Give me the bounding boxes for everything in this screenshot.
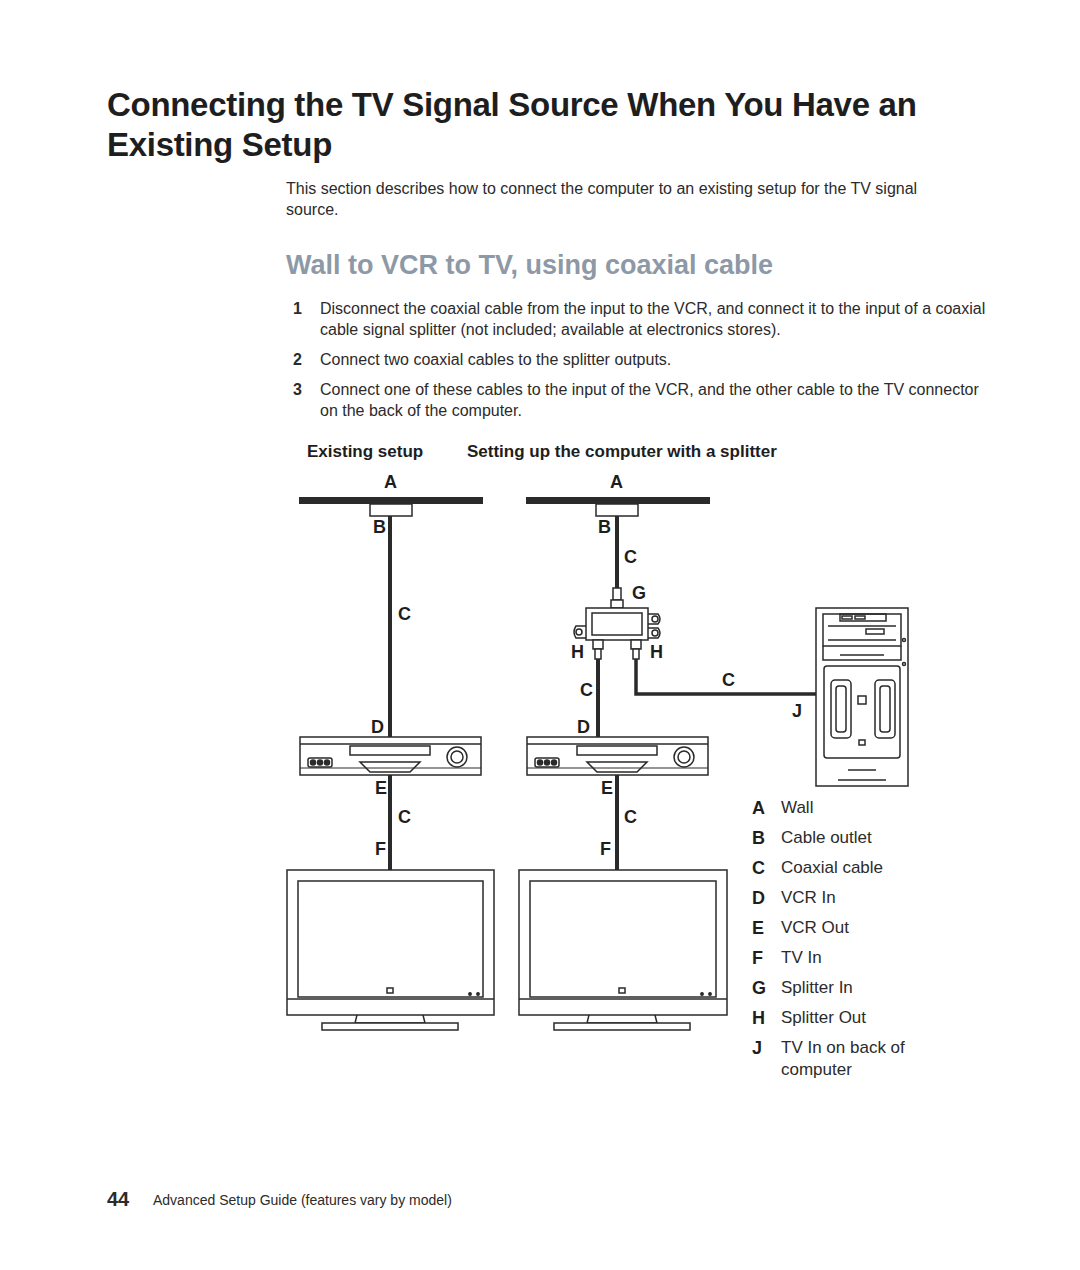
computer-tower [816,608,908,786]
cable-outlet [370,504,412,516]
step-text: Connect one of these cables to the input… [320,379,990,421]
legend-letter: C [752,858,765,878]
callout-letter: A [384,472,397,492]
legend-text: Cable outlet [781,827,931,849]
coaxial-cable [596,659,600,737]
callout-letter: D [577,717,590,737]
callout-letter: B [598,517,611,537]
callout-letter: H [650,642,663,662]
coaxial-cable [388,775,392,870]
callout-letter: F [600,839,611,859]
legend-letter: A [752,798,765,818]
legend-letter: J [752,1038,762,1058]
callout-letter: C [722,670,735,690]
legend-text: VCR In [781,887,931,909]
legend-text: Wall [781,797,931,819]
intro-text: This section describes how to connect th… [286,178,926,220]
legend-letter: E [752,918,764,938]
page-number: 44 [107,1187,129,1211]
callout-letter: B [373,517,386,537]
legend-letter: B [752,828,765,848]
callout-letter: C [398,807,411,827]
legend-text: TV In [781,947,931,969]
footer-text: Advanced Setup Guide (features vary by m… [153,1190,452,1210]
legend-letter: D [752,888,765,908]
legend-text: Splitter Out [781,1007,931,1029]
legend-text: VCR Out [781,917,931,939]
callout-letter: E [601,778,613,798]
vcr [527,737,708,775]
callout-letter: C [624,807,637,827]
legend-text: Splitter In [781,977,931,999]
page-title: Connecting the TV Signal Source When You… [107,85,1007,165]
section-heading: Wall to VCR to TV, using coaxial cable [286,249,1006,281]
callout-letter: F [375,839,386,859]
vcr [300,737,481,775]
coaxial-cable [615,775,619,870]
figure-heading: Existing setup [307,441,423,462]
coaxial-cable [388,516,392,737]
television [287,870,494,1030]
wall [299,497,483,504]
figure-heading: Setting up the computer with a splitter [467,441,777,462]
legend-text: Coaxial cable [781,857,931,879]
step-text: Disconnect the coaxial cable from the in… [320,298,990,340]
coaxial-cable [615,516,619,590]
legend-letter: H [752,1008,765,1028]
wall [526,497,710,504]
coaxial-cable [636,659,816,694]
legend-letter: G [752,978,766,998]
callout-letter: D [371,717,384,737]
cable-outlet [596,504,638,516]
callout-letter: H [571,642,584,662]
callout-letter: A [610,472,623,492]
step-number: 3 [293,379,302,400]
callout-letter: C [580,680,593,700]
callout-letter: J [792,701,802,721]
callout-letter: C [398,604,411,624]
step-text: Connect two coaxial cables to the splitt… [320,349,990,370]
legend-text: TV In on back of computer [781,1037,931,1081]
signal-splitter [574,588,660,659]
callout-letter: E [375,778,387,798]
step-number: 1 [293,298,302,319]
television [519,870,727,1030]
step-number: 2 [293,349,302,370]
legend-letter: F [752,948,763,968]
callout-letter: C [624,547,637,567]
callout-letter: G [632,583,646,603]
